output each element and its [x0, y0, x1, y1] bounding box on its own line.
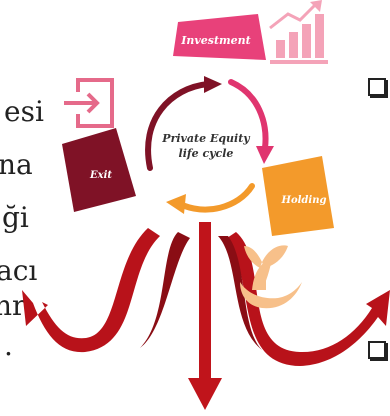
exit-label: Exit [89, 170, 112, 181]
exit-door-icon [64, 78, 114, 128]
side-text-line-5: nr [0, 289, 26, 322]
side-text-line-6: . [4, 329, 13, 362]
side-text-line-3: ği [2, 201, 29, 234]
big-arrow-right-inner [218, 236, 262, 350]
cycle-arrow-investment [228, 79, 269, 151]
hand-plant-icon [240, 245, 302, 309]
side-text-line-4: acı [0, 254, 38, 287]
big-arrow-down [188, 222, 222, 410]
cycle-arrows [145, 76, 274, 214]
side-text-line-1: esi [4, 95, 44, 128]
big-arrows-group [22, 222, 390, 410]
side-text-line-2: na [0, 148, 33, 181]
cycle-arrow-holding-head [166, 194, 186, 214]
center-label-line-1: Private Equity [161, 132, 251, 145]
exit-stage: Exit [62, 128, 136, 212]
cycle-arrow-holding [177, 183, 255, 213]
holding-stage: Holding [262, 156, 334, 236]
big-arrow-left [22, 228, 160, 353]
bar-chart-up-icon [269, 0, 328, 64]
cycle-arrow-exit [145, 81, 211, 171]
big-arrow-right [224, 232, 390, 366]
big-arrow-left-inner [140, 232, 190, 348]
cycle-arrow-investment-head [256, 146, 274, 164]
investment-label: Investment [180, 34, 251, 47]
right-bullet-marker-bottom [368, 341, 386, 359]
holding-label: Holding [281, 195, 327, 206]
center-label-line-2: life cycle [179, 147, 234, 160]
cycle-arrow-exit-head [204, 76, 222, 93]
right-bullet-marker-top [368, 78, 386, 96]
investment-stage: Investment [173, 14, 266, 60]
